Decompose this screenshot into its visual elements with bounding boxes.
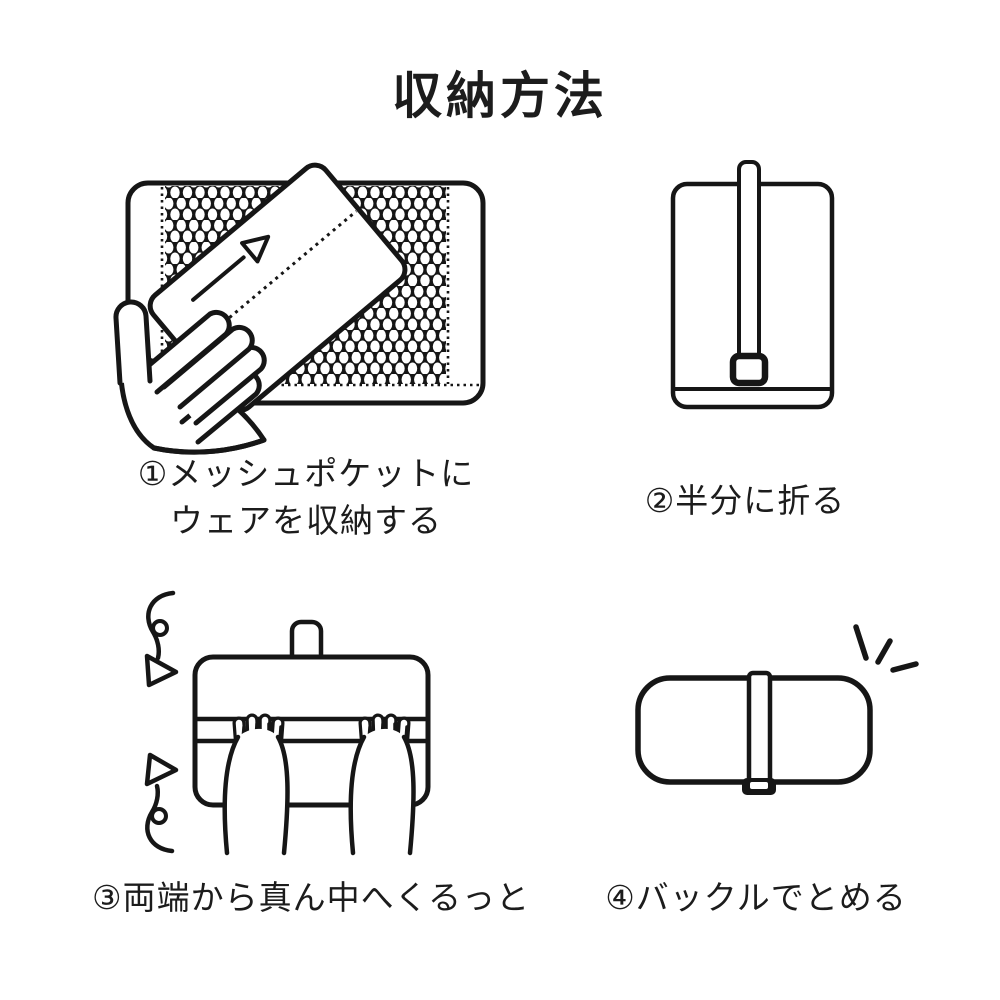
page-title: 収納方法 bbox=[392, 68, 608, 124]
mesh-pocket-insert-illustration bbox=[113, 162, 486, 455]
thumb bbox=[115, 301, 150, 383]
insert-arrow-icon bbox=[240, 234, 271, 264]
fold-dashed-line bbox=[188, 210, 358, 353]
step2-caption: ②半分に折る bbox=[595, 478, 895, 525]
strap bbox=[737, 160, 761, 365]
step1-caption-line1: ①メッシュポケットに bbox=[137, 455, 475, 492]
step3-caption: ③両端から真ん中へくるっと bbox=[61, 875, 561, 922]
left-hand-icon bbox=[222, 713, 290, 856]
step1-caption-line2: ウェアを収納する bbox=[170, 501, 442, 539]
roll-arrow-bottom-icon bbox=[144, 752, 179, 854]
buckle-notch bbox=[750, 782, 768, 789]
step4-caption-line1: ④バックルでとめる bbox=[605, 879, 907, 916]
buckle-fastened-illustration bbox=[635, 624, 919, 795]
right-hand-icon bbox=[348, 713, 416, 856]
emphasis-marks-icon bbox=[853, 624, 919, 673]
roll-arrow-top-icon bbox=[144, 590, 179, 688]
hand-icon bbox=[113, 299, 267, 455]
step4-caption: ④バックルでとめる bbox=[556, 875, 956, 922]
step2-caption-line1: ②半分に折る bbox=[644, 482, 846, 519]
fold-in-half-illustration bbox=[670, 160, 835, 410]
step3-caption-line1: ③両端から真ん中へくるっと bbox=[92, 879, 530, 916]
roll-to-center-illustration bbox=[144, 590, 431, 856]
strap bbox=[746, 670, 773, 790]
step1-caption: ①メッシュポケットに ウェアを収納する bbox=[106, 451, 506, 545]
buckle-icon bbox=[729, 352, 769, 387]
insert-arrow-shaft bbox=[191, 255, 246, 302]
wrist-line bbox=[151, 437, 267, 455]
